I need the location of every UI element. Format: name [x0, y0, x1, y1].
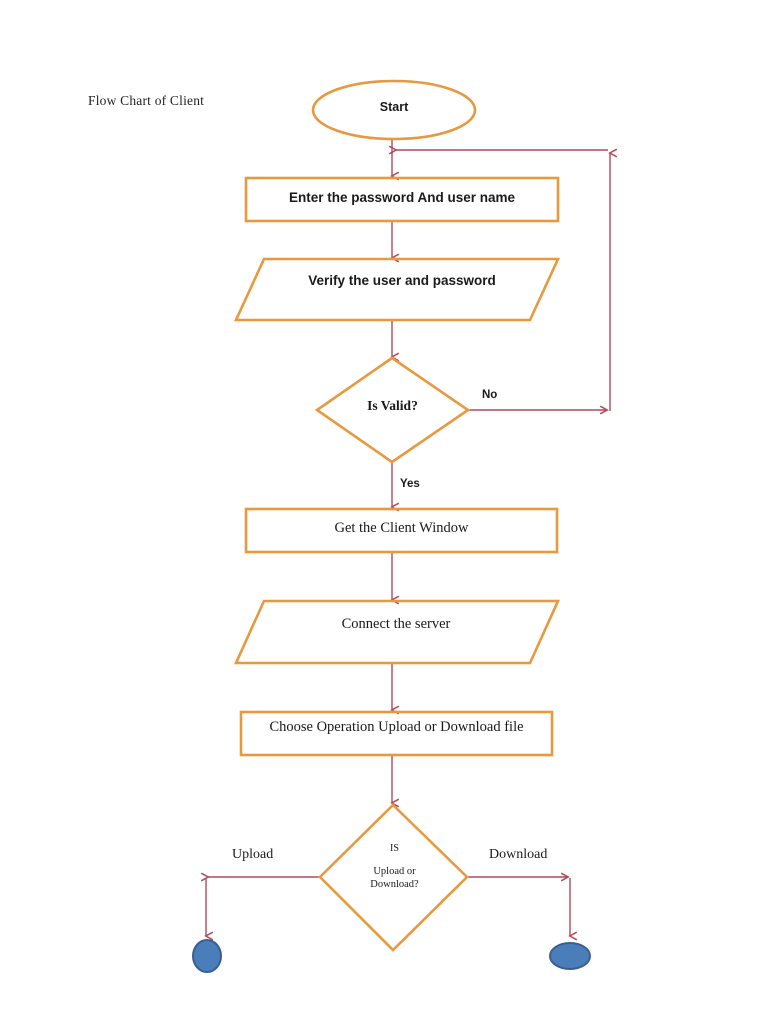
node-isupdown-shape [318, 803, 469, 952]
connectors-group [200, 139, 618, 941]
shapes-group [233, 79, 561, 952]
node-connect-shape [233, 599, 561, 665]
node-verify-shape [233, 257, 561, 322]
node-getwindow-shape [244, 507, 559, 554]
node-enter-shape [244, 176, 560, 223]
node-choose-shape [239, 710, 554, 757]
node-start-shape [311, 79, 477, 141]
node-end-upload-shape [192, 939, 222, 973]
page-title: Flow Chart of Client [88, 93, 205, 108]
node-end-download-shape [549, 942, 591, 970]
node-isvalid-shape [314, 356, 471, 464]
